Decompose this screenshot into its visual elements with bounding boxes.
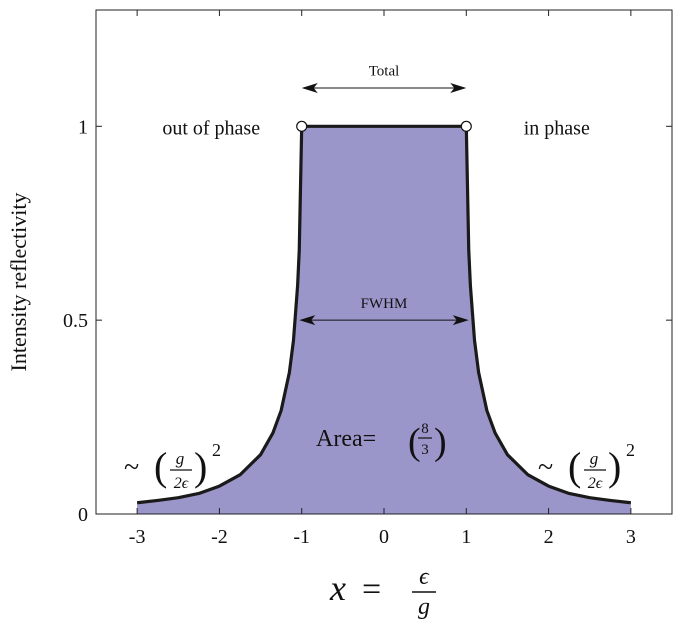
left-asymptote-formula: ~ ( g 2ϵ ) 2 [124, 440, 221, 492]
y-tick-label: 0.5 [63, 310, 88, 332]
phase-markers [296, 120, 472, 132]
x-tick-label: -1 [293, 526, 310, 548]
x-label-num: ϵ [419, 564, 430, 590]
x-tick-label: -2 [211, 526, 228, 548]
y-axis-ticks: 00.51 [63, 116, 672, 526]
right-power: 2 [626, 440, 635, 460]
right-asymptote-formula: ~ ( g 2ϵ ) 2 [538, 440, 635, 492]
left-paren-close: ) [194, 444, 207, 489]
area-fraction-den: 3 [421, 442, 429, 458]
fwhm-arrow-head-right [452, 315, 469, 326]
total-arrow [301, 83, 467, 94]
x-label-lhs: x [329, 568, 346, 608]
left-power: 2 [212, 440, 221, 460]
x-tick-label: 0 [379, 526, 389, 548]
total-arrow-head-right [450, 83, 467, 94]
area-formula: Area= ( 8 3 ) [316, 421, 447, 463]
phase-marker [460, 120, 472, 132]
phase-marker [296, 120, 308, 132]
area-fraction-num: 8 [421, 421, 429, 437]
fwhm-label: FWHM [361, 296, 408, 312]
left-paren-open: ( [154, 444, 167, 489]
right-paren-open: ( [568, 444, 581, 489]
right-paren-close: ) [608, 444, 621, 489]
area-paren-left: ( [408, 421, 421, 463]
left-frac-num: g [176, 449, 185, 468]
x-label-eq: = [362, 571, 381, 608]
right-frac-num: g [590, 449, 599, 468]
y-tick-label: 0 [78, 504, 88, 526]
x-axis-ticks: -3 -2 -1 0 1 2 3 [129, 10, 636, 548]
total-label: Total [369, 64, 400, 80]
y-tick-label: 1 [78, 116, 88, 138]
out-of-phase-label: out of phase [162, 117, 260, 139]
x-axis-label: x = ϵ g [329, 564, 436, 620]
area-paren-right: ) [434, 421, 447, 463]
right-frac-den: 2ϵ [588, 475, 603, 492]
x-tick-label: -3 [129, 526, 146, 548]
x-tick-label: 2 [544, 526, 554, 548]
x-tick-label: 1 [461, 526, 471, 548]
fwhm-arrow-head-left [299, 315, 316, 326]
left-tilde: ~ [124, 452, 139, 483]
in-phase-label: in phase [524, 117, 590, 139]
total-arrow-head-left [301, 83, 318, 94]
y-axis-label: Intensity reflectivity [6, 193, 31, 372]
area-formula-lhs: Area= [316, 426, 376, 452]
fwhm-arrow [299, 315, 469, 326]
x-tick-label: 3 [626, 526, 636, 548]
left-frac-den: 2ϵ [174, 475, 189, 492]
right-tilde: ~ [538, 452, 553, 483]
reflectivity-curve [136, 124, 632, 505]
x-label-den: g [418, 594, 430, 620]
